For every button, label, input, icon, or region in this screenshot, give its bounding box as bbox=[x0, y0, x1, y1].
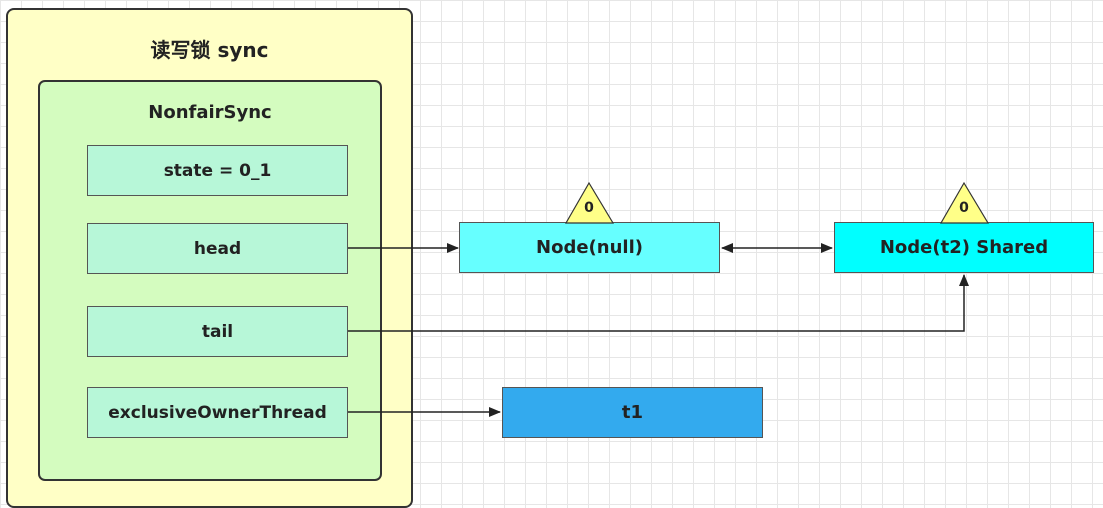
sync-title: 读写锁 sync bbox=[150, 38, 269, 62]
node-t2-shared: Node(t2) Shared bbox=[834, 222, 1094, 273]
badge-t2-value: 0 bbox=[959, 200, 969, 216]
thread-t1: t1 bbox=[502, 387, 763, 438]
tail-field: tail bbox=[87, 306, 348, 357]
exclusive-owner-thread-field: exclusiveOwnerThread bbox=[87, 387, 348, 438]
badge-triangle-t2 bbox=[939, 181, 990, 224]
tail-arrow bbox=[348, 274, 969, 332]
badge-triangle-null bbox=[564, 181, 615, 224]
head-field: head bbox=[87, 223, 348, 274]
node-null: Node(null) bbox=[459, 222, 720, 273]
state-field: state = 0_1 bbox=[87, 145, 348, 196]
badge-null-value: 0 bbox=[584, 200, 594, 216]
nonfairsync-title: NonfairSync bbox=[148, 102, 272, 123]
